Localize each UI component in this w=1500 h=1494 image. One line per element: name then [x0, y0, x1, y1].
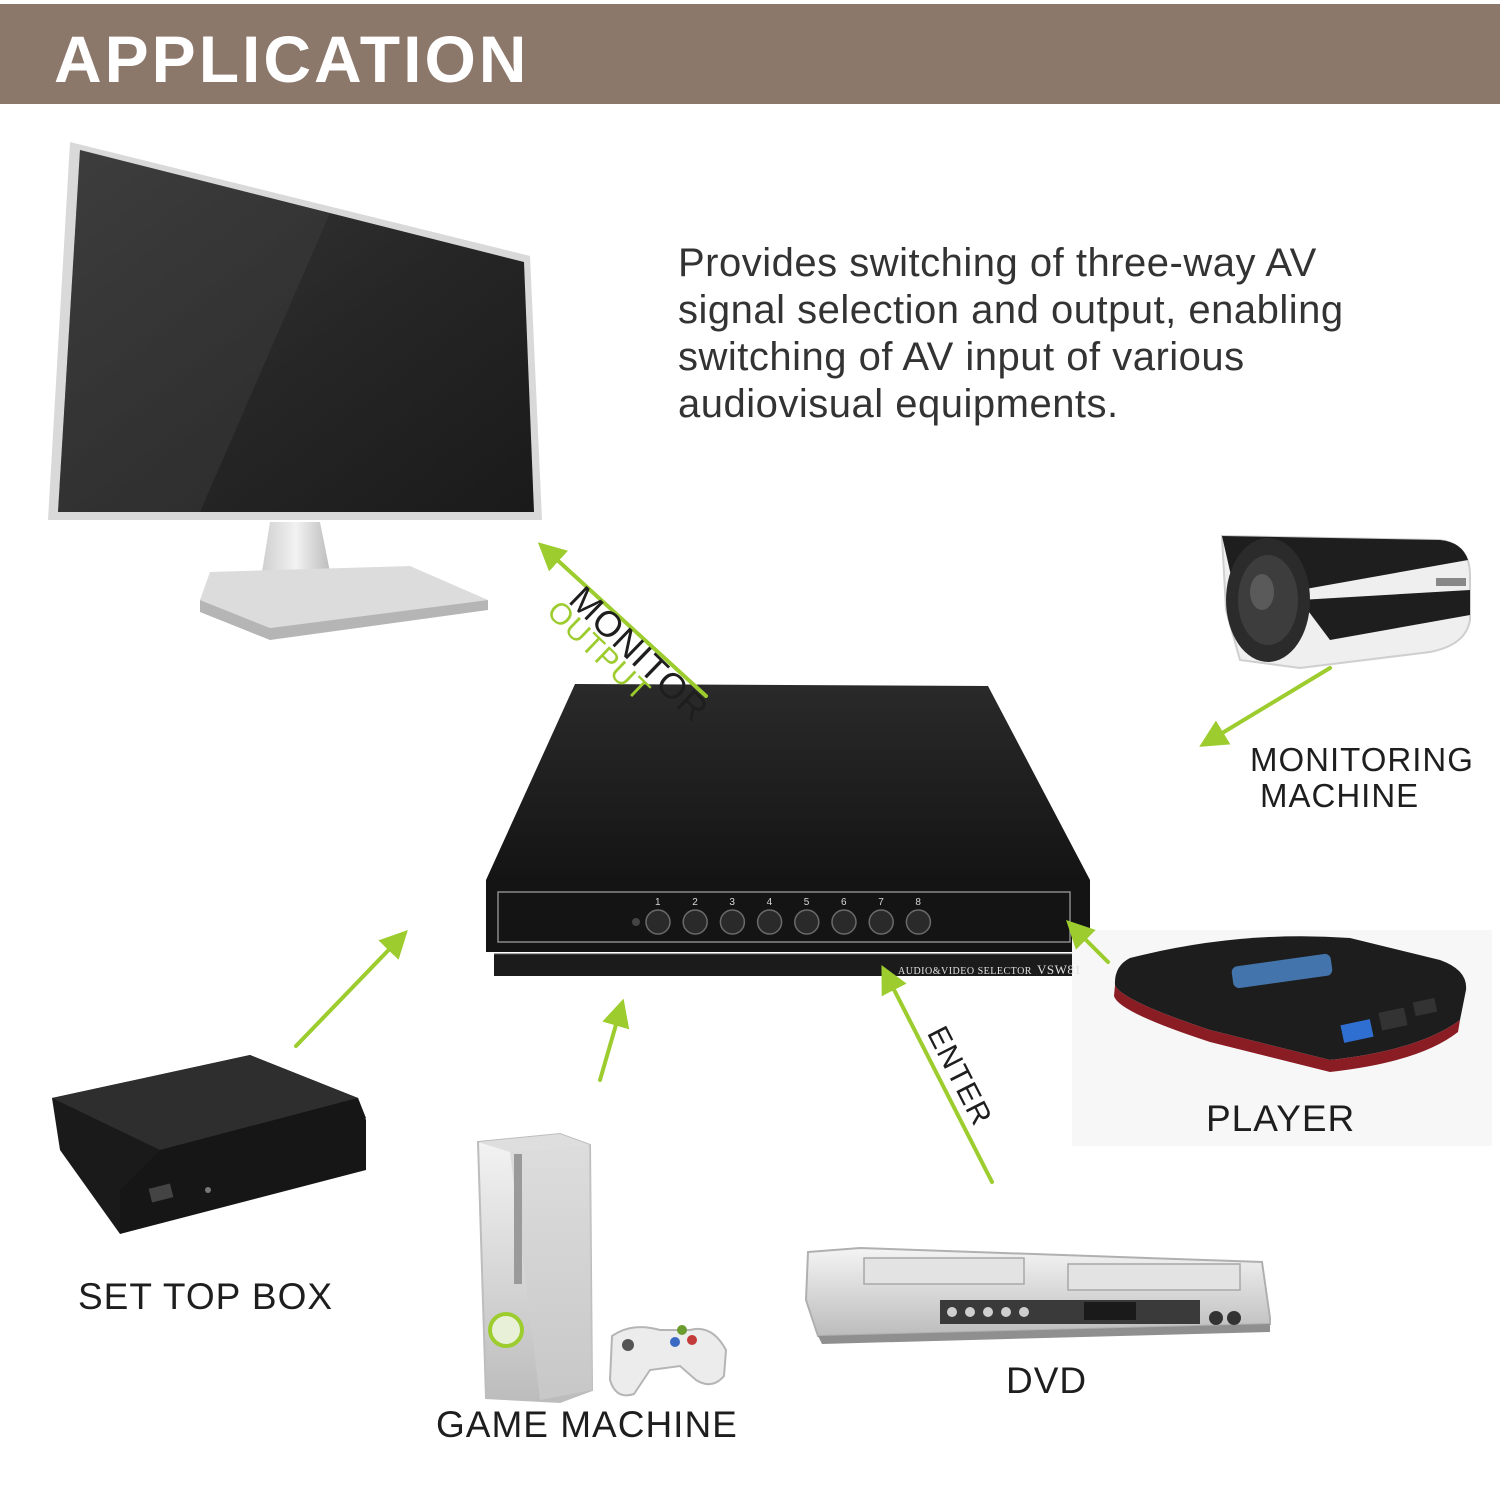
monitoring-machine-line: MACHINE — [1260, 777, 1420, 814]
description-line: signal selection and output, enabling — [678, 288, 1344, 332]
arrow-game-in — [598, 998, 630, 1082]
power-led — [632, 918, 640, 926]
av-selector-device — [486, 684, 1090, 976]
selector-button-2[interactable] — [682, 909, 708, 935]
selector-button-7[interactable] — [868, 909, 894, 935]
arrow-camera-in — [1199, 666, 1332, 747]
dvd-device — [804, 1246, 1271, 1344]
selector-button-6[interactable] — [831, 909, 857, 935]
selector-button-label: 3 — [729, 897, 735, 908]
monitor-device — [48, 142, 542, 640]
camera-device — [1220, 534, 1471, 670]
switcher-model-text: AUDIO&VIDEO SELECTOR — [898, 966, 1032, 977]
set-top-box-label: SET TOP BOX — [78, 1276, 334, 1317]
description-line: audiovisual equipments. — [678, 382, 1119, 426]
set-top-box-device — [52, 1055, 366, 1234]
selector-button-label: 1 — [655, 897, 661, 908]
signal-arrows — [294, 542, 1332, 1184]
header-banner: APPLICATION — [0, 4, 1500, 104]
selector-button-3[interactable] — [719, 909, 746, 935]
selector-button-label: 5 — [803, 897, 810, 908]
game-machine-label: GAME MACHINE — [436, 1404, 738, 1445]
application-description: Provides switching of three-way AV signa… — [678, 240, 1478, 428]
selector-button-label: 6 — [841, 897, 847, 908]
selector-button-1[interactable] — [645, 909, 671, 935]
player-label: PLAYER — [1206, 1098, 1356, 1139]
switcher-model-label: AUDIO&VIDEO SELECTOR VSW81 — [898, 962, 1081, 978]
monitoring-machine-line: MONITORING — [1250, 741, 1474, 778]
selector-button-label: 2 — [692, 897, 698, 908]
selector-button-label: 7 — [878, 897, 884, 908]
game-machine-device — [476, 1132, 728, 1404]
arrow-player-in — [1066, 920, 1110, 964]
selector-button-label: 8 — [915, 897, 921, 908]
selector-button-8[interactable] — [905, 909, 932, 935]
selector-button-5[interactable] — [794, 909, 820, 935]
dvd-label: DVD — [1006, 1360, 1088, 1401]
selector-button-4[interactable] — [756, 909, 783, 935]
monitoring-machine-label: MONITORING MACHINE — [1250, 742, 1474, 814]
player-device — [1072, 930, 1492, 1146]
selector-button-label: 4 — [766, 897, 773, 908]
arrow-output-monitor — [537, 542, 708, 698]
switcher-model-number: VSW81 — [1036, 962, 1082, 977]
description-line: Provides switching of three-way AV — [678, 241, 1317, 285]
banner-title: APPLICATION — [54, 22, 530, 96]
arrow-settopbox-in — [294, 929, 408, 1048]
description-line: switching of AV input of various — [678, 335, 1245, 379]
arrow-dvd-in — [881, 965, 994, 1184]
